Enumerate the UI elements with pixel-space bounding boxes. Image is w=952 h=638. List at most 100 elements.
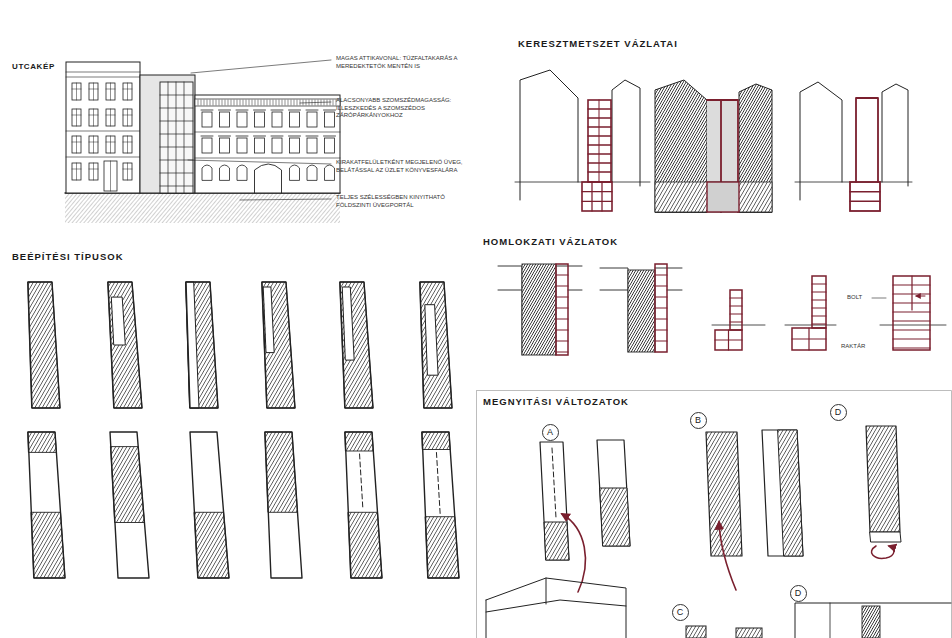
building-type-sketch-part [426,517,460,578]
section-heading: BEÉPÍTÉSI TÍPUSOK [12,251,124,263]
street-elevation-part [252,100,253,105]
street-elevation-part [213,100,214,105]
street-elevation-part [123,83,132,100]
street-elevation-part [289,136,301,137]
street-elevation-part [195,132,340,158]
street-elevation-part [72,163,81,180]
street-elevation-part [236,136,248,137]
cross-section-sketch-part [707,100,739,212]
cross-section-sketch-part [601,182,602,211]
building-type-sketch-part [436,453,440,514]
street-elevation-part [202,112,212,127]
facade-sketch-part [715,330,742,350]
street-elevation-part [106,136,115,153]
variant-letter: D [795,589,802,598]
variant-letter: C [677,608,684,617]
building-type-sketch-part [425,305,438,376]
facade-sketch-part [655,307,667,308]
street-elevation-part [89,109,98,126]
cross-section-sketch-part [582,201,612,202]
cross-section-sketch-part [707,182,739,212]
building-type-sketch-part [420,282,452,408]
street-elevation-part [160,95,193,96]
opening-variant-sketch-part [600,488,630,546]
facade-sketch-part [712,325,765,326]
street-elevation-part [324,136,336,137]
street-elevation-part [330,100,331,105]
building-type-sketch-part [345,432,382,578]
opening-variant-sketch-part [719,522,736,590]
street-elevation-part [249,100,250,105]
street-elevation-part [168,82,169,193]
street-elevation-part [204,100,205,105]
street-elevation-part [123,136,132,153]
facade-sketch-part [556,307,568,308]
building-type-sketch-part [28,282,60,408]
street-elevation-part [104,161,117,191]
street-elevation-part [243,100,244,105]
building-type-sketch-part [420,282,452,408]
street-elevation-part [254,136,266,137]
variant-letter: D [835,408,842,417]
street-elevation-part [123,163,132,180]
opening-variant-sketch-part [866,426,900,532]
opening-variant-sketch-part [552,448,556,518]
street-elevation-part [201,110,213,111]
opening-variant-sketch [477,391,952,638]
section-heading: UTCAKÉP [12,62,55,72]
section-heading: HOMLOKZATI VÁZLATOK [483,236,618,248]
street-elevation-part [201,100,202,105]
building-type-sketch-part [110,432,149,578]
building-type-sketch-part [108,282,142,408]
street-elevation-part [225,100,226,105]
street-elevation-part [160,121,193,122]
street-elevation-part [188,160,331,164]
facade-sketch-part [792,338,826,339]
street-elevation-part [219,110,231,111]
facade-sketch-part [893,276,930,350]
street-elevation-part [285,100,286,105]
building-type-sketch-part [265,432,302,578]
street-elevation-part [240,100,241,105]
street-elevation-part [271,110,283,111]
facade-sketch-part [812,299,826,300]
street-elevation-part [219,100,220,105]
cross-section-sketch-part [655,182,772,212]
cross-section-sketch-part [850,191,880,192]
street-elevation-part [290,165,300,180]
variant-letter: B [695,416,701,425]
street-elevation-part [140,75,195,193]
building-type-sketch-part [28,282,60,408]
building-type-sketch-part [28,432,56,452]
facade-sketch-part [893,329,930,330]
street-elevation-part [89,136,98,153]
sketch-note: BOLT [846,294,863,302]
street-elevation-part [222,100,223,105]
facade-sketch-part [893,320,930,321]
building-type-sketch-part [262,282,295,408]
street-elevation-part [279,100,280,105]
street-elevation-part [294,100,295,105]
street-elevation-part [255,112,265,127]
opening-variant-sketch-part [686,626,706,638]
street-elevation-part [66,62,140,193]
street-elevation-part [220,112,230,127]
building-type-sketch-part [264,287,275,353]
facade-sketch-part [556,274,568,275]
street-elevation-part [123,163,132,180]
opening-variant-sketch-part [477,391,952,638]
street-elevation-part [231,100,232,105]
callout-note: KIRAKATFELÜLETKÉNT MEGJELENŐ ÜVEG, BELÁT… [336,159,474,174]
facade-sketch-part [730,313,742,314]
facade-sketch-part [655,329,667,330]
street-elevation-part [89,83,98,100]
building-type-sketch-part [348,512,382,578]
street-elevation-part [307,138,317,153]
street-elevation-part [325,112,335,127]
street-elevation-part [89,83,98,100]
facade-sketch-part [893,338,930,339]
facade-sketch-part [600,268,682,352]
facade-sketch-part [556,264,568,355]
